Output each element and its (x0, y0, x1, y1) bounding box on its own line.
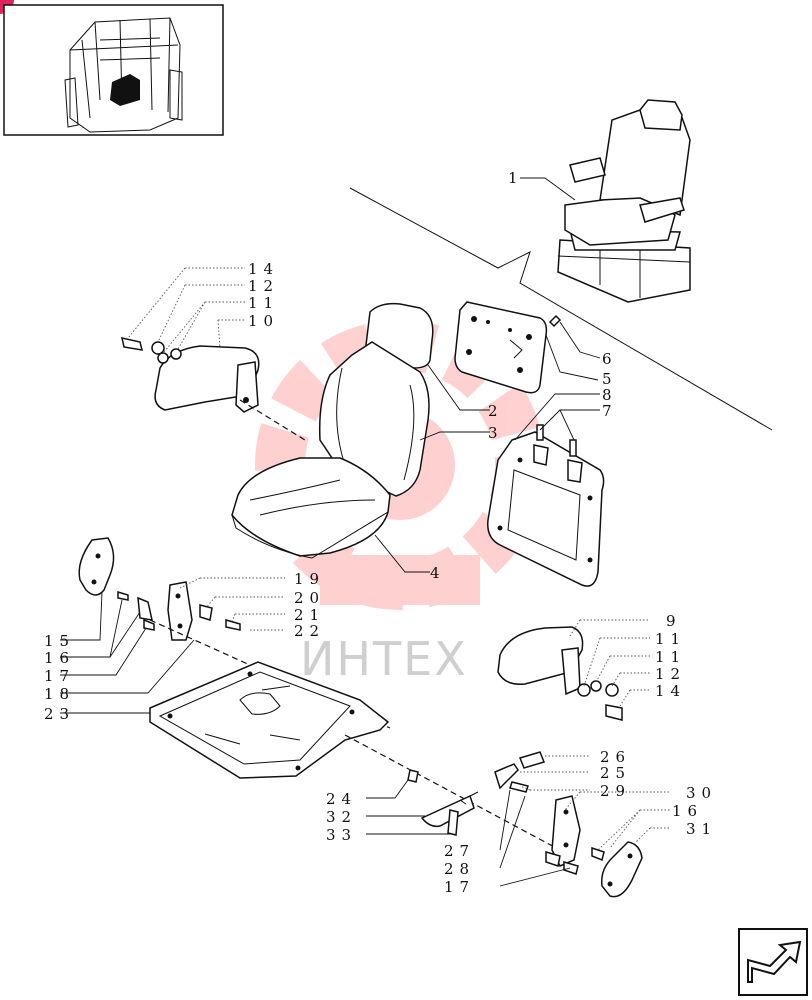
bolt-7[interactable] (533, 424, 583, 483)
label-15: 15 (44, 632, 75, 650)
tractor-cab-thumbnail[interactable] (3, 4, 224, 136)
label-10: 10 (248, 312, 279, 330)
label-32: 32 (326, 808, 357, 826)
label-2: 2 (488, 402, 504, 420)
label-18: 18 (44, 685, 75, 703)
label-11-right-b: 11 (655, 648, 686, 666)
label-29: 29 (600, 782, 631, 800)
label-6: 6 (602, 350, 618, 368)
label-5: 5 (602, 370, 618, 388)
label-14-left: 14 (248, 260, 279, 278)
label-28: 28 (444, 860, 475, 878)
label-3: 3 (488, 424, 504, 442)
left-armrest-fasteners[interactable] (121, 337, 182, 364)
leader-lines (60, 177, 670, 887)
label-25: 25 (600, 764, 631, 782)
label-17-left: 17 (44, 667, 75, 685)
label-16-left: 16 (44, 649, 75, 667)
label-19: 19 (294, 570, 325, 588)
label-11-left: 11 (248, 294, 279, 312)
right-hinge-bracket[interactable] (545, 795, 643, 898)
back-support-plate[interactable] (454, 301, 548, 394)
label-26: 26 (600, 748, 631, 766)
label-27: 27 (444, 842, 475, 860)
label-1: 1 (508, 169, 524, 187)
bolt-6[interactable] (548, 314, 562, 328)
label-33: 33 (326, 826, 357, 844)
right-armrest[interactable] (497, 626, 623, 721)
label-23: 23 (44, 705, 75, 723)
label-17-right: 17 (444, 878, 475, 896)
seat-cushion[interactable] (231, 457, 391, 559)
label-30: 30 (686, 784, 717, 802)
complete-seat-assembly[interactable] (557, 99, 691, 303)
label-9: 9 (666, 612, 682, 630)
label-4: 4 (430, 564, 446, 582)
adjust-lever-assembly[interactable] (407, 751, 546, 836)
part-labels: 1 2 3 4 5 6 7 8 9 10 11 11 11 12 12 14 1… (44, 169, 717, 896)
next-page-arrow-icon[interactable] (738, 928, 808, 996)
label-8: 8 (602, 386, 618, 404)
label-14-right: 14 (655, 682, 686, 700)
seat-base-pan[interactable] (149, 661, 390, 779)
label-12-left: 12 (248, 277, 279, 295)
label-16-right: 16 (672, 802, 703, 820)
label-20: 20 (294, 589, 325, 607)
label-31: 31 (686, 820, 717, 838)
label-12-right: 12 (655, 665, 686, 683)
watermark-text: ИНТЕХ (300, 632, 468, 686)
separator-line (349, 187, 773, 431)
label-11-right-a: 11 (655, 630, 686, 648)
label-24: 24 (326, 790, 357, 808)
backrest[interactable] (318, 341, 430, 497)
label-22: 22 (294, 622, 325, 640)
label-7: 7 (602, 402, 618, 420)
label-21: 21 (294, 606, 325, 624)
left-hinge-bracket[interactable] (78, 537, 241, 641)
